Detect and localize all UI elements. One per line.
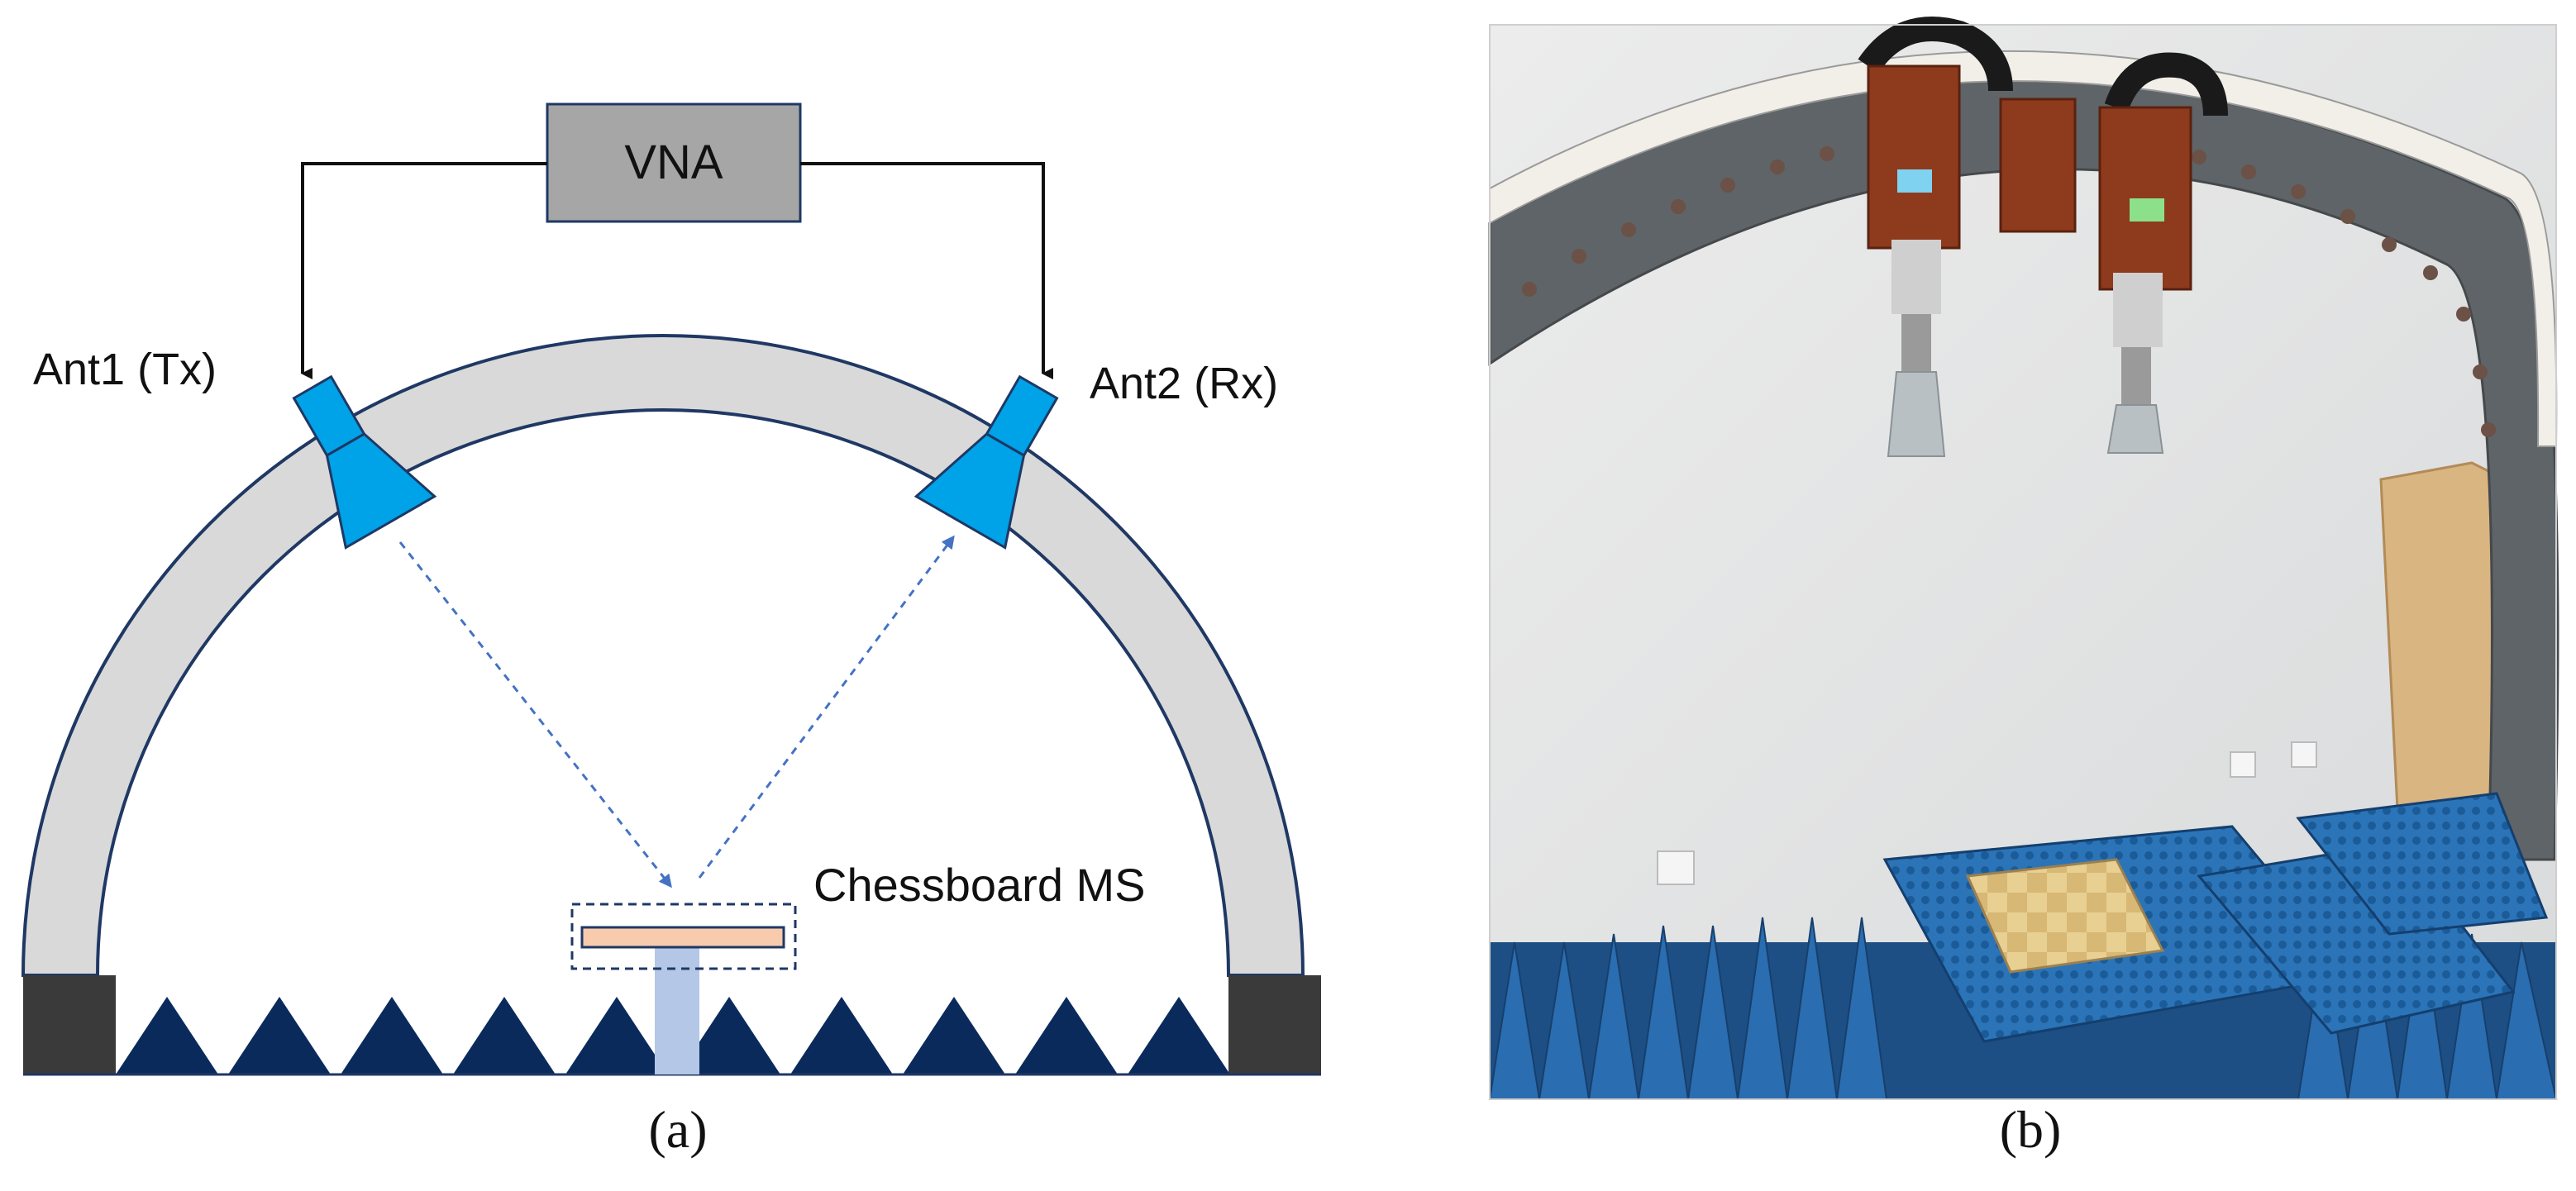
chessboard-sample bbox=[1965, 858, 2165, 974]
antenna-rx bbox=[914, 374, 1059, 550]
antenna-carriage-rx bbox=[2098, 106, 2192, 454]
schematic-diagram: VNA Ant1 (Tx) Ant2 (Rx) Chessboard MS bbox=[21, 102, 1321, 1076]
arch-bracket bbox=[1999, 98, 2077, 233]
cable-tx bbox=[301, 162, 547, 379]
vna-box bbox=[546, 102, 802, 223]
ms-label: Chessboard MS bbox=[813, 859, 1146, 911]
caption-a: (a) bbox=[648, 1100, 708, 1159]
foam-pad-rear bbox=[2296, 792, 2549, 936]
absorber-row bbox=[116, 997, 1230, 1074]
ms-boundary bbox=[570, 903, 797, 970]
vna-label: VNA bbox=[624, 136, 723, 189]
incident-beam bbox=[398, 541, 672, 888]
sample-post bbox=[655, 947, 699, 1074]
cable-chain-right bbox=[2104, 52, 2228, 117]
photo-panel bbox=[1472, 0, 2576, 1187]
chessboard-plate bbox=[580, 926, 785, 949]
wall-socket bbox=[2230, 751, 2256, 778]
schematic-panel: VNA Ant1 (Tx) Ant2 (Rx) Chessboard MS bbox=[21, 102, 1321, 1076]
left-base-block bbox=[23, 975, 116, 1074]
reflected-beam bbox=[698, 535, 955, 879]
arch-scale bbox=[1489, 50, 2558, 447]
cable-rx bbox=[800, 162, 1053, 379]
ant1-label: Ant1 (Tx) bbox=[33, 345, 217, 394]
antenna-carriage-tx bbox=[1867, 64, 1961, 457]
wall-socket bbox=[1657, 850, 1695, 885]
right-base-block bbox=[1228, 975, 1321, 1074]
wall-socket bbox=[2291, 741, 2317, 768]
measurement-photo bbox=[1488, 17, 2559, 1100]
caption-b: (b) bbox=[1999, 1100, 2062, 1159]
photo-frame bbox=[1489, 24, 2557, 1100]
antenna-tx bbox=[292, 374, 437, 550]
ant2-label: Ant2 (Rx) bbox=[1090, 359, 1278, 408]
cable-chain-left bbox=[1858, 17, 2013, 92]
